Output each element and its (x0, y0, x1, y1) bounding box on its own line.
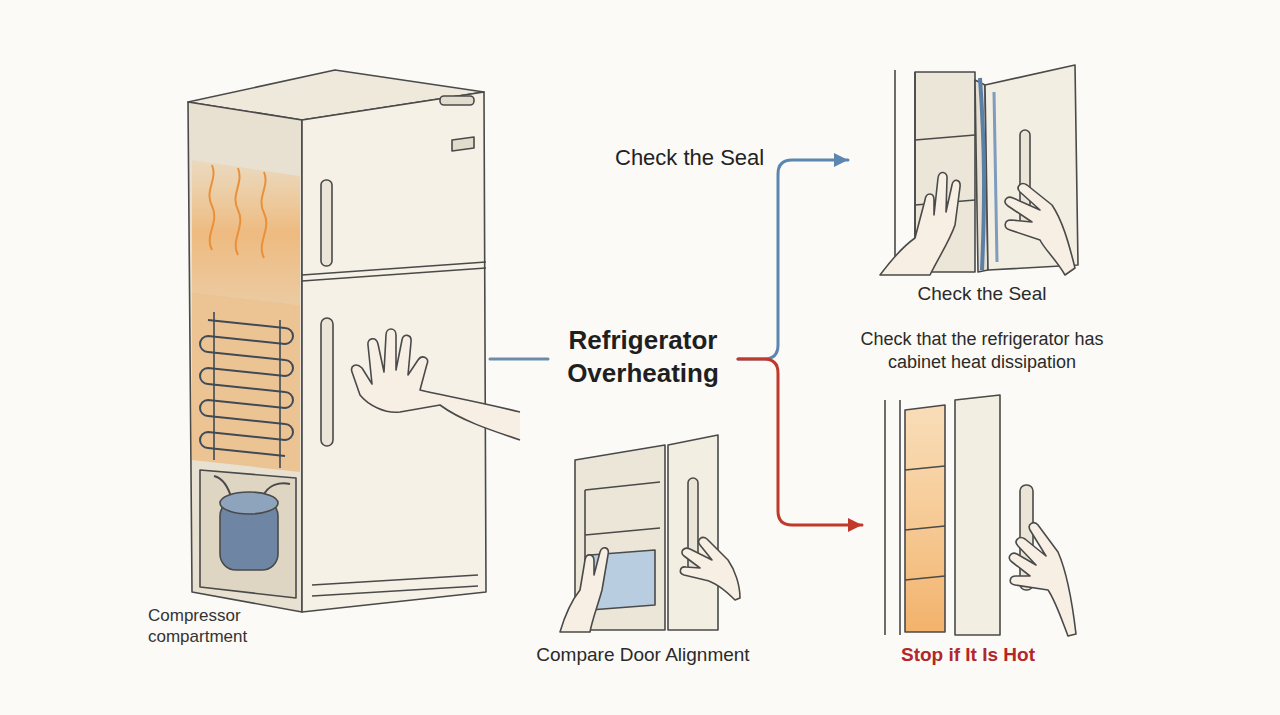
door-seal-inner (994, 92, 997, 262)
step-panel: Compare Door Alignment (518, 428, 768, 673)
hot-illustration (885, 395, 1076, 636)
bottom-grille (312, 575, 478, 596)
node-heading: Refrigerator Overheating (548, 324, 738, 389)
heat-glow-upper (192, 160, 300, 305)
connector (738, 153, 848, 359)
hot-interior (905, 405, 945, 632)
right-hand (680, 538, 740, 600)
compressor-compartment (200, 470, 296, 598)
top-hinge (440, 96, 474, 105)
connector-line (738, 359, 862, 525)
node-heading: Compressor compartment (148, 605, 283, 648)
door-seal (980, 78, 984, 270)
warning-panel: Stop if It Is Hot (862, 388, 1074, 678)
fridge-side (188, 102, 302, 612)
compressor-top (220, 492, 278, 514)
node-heading: Check the Seal (848, 282, 1116, 306)
fridge-handle (321, 318, 333, 446)
node-heading: Compare Door Alignment (518, 643, 768, 667)
arrow-head (834, 153, 848, 167)
node-heading: Stop if It Is Hot (862, 643, 1074, 667)
hand (1009, 523, 1076, 636)
heat-glow-coils (192, 292, 300, 472)
connector-line (490, 358, 548, 361)
heat-waves (209, 165, 266, 258)
freezer-handle (321, 180, 332, 266)
connector (738, 359, 862, 532)
node-body: Check that the refrigerator has cabinet … (848, 328, 1116, 373)
left-hand (560, 548, 608, 632)
edge-label: Check the Seal (615, 145, 764, 171)
hand (352, 329, 520, 440)
step-panel: Check the SealCheck that the refrigerato… (848, 60, 1116, 380)
connector (490, 359, 548, 360)
hub-node: Refrigerator Overheating (548, 320, 738, 398)
seal-illustration (880, 65, 1078, 275)
fridge-illustration (188, 70, 520, 612)
connector-line (738, 160, 848, 359)
door (955, 395, 1000, 635)
illustration-node: Compressor compartment (140, 60, 490, 655)
shelves (905, 466, 945, 580)
cabinet-frame (885, 400, 900, 635)
fridge-badge (452, 137, 474, 151)
coil-rails (214, 312, 280, 468)
arrow-head (848, 518, 862, 532)
alignment-illustration (560, 435, 740, 632)
right-hand (1005, 184, 1075, 275)
door (668, 435, 718, 630)
left-hand (880, 172, 960, 275)
